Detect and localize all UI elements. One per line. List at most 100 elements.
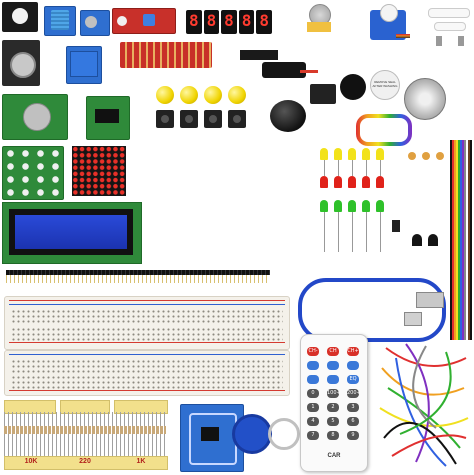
- remote-next-button[interactable]: [327, 361, 339, 370]
- button-cap: [180, 86, 198, 104]
- remote-ch-button[interactable]: CH: [327, 347, 339, 356]
- led-yellow: [334, 148, 342, 160]
- infrared-sensor-module: [112, 8, 176, 34]
- jumper-wires-svg: [379, 343, 469, 467]
- led-red: [376, 176, 384, 188]
- ir-remote: CH- CH CH+ EQ 0 100+ 200+ 1 2 3 4 5 6 7 …: [300, 334, 368, 472]
- joystick-cap: [270, 100, 306, 132]
- rgb-module: [2, 2, 38, 32]
- servo-horn: [428, 8, 470, 18]
- led-green: [320, 200, 328, 212]
- potentiometer: [306, 4, 332, 38]
- pin-header-pins: [6, 275, 270, 283]
- remote-number-button[interactable]: 3: [347, 403, 359, 412]
- sensor-head: [12, 8, 28, 24]
- servo-horn: [434, 22, 466, 31]
- pot-blue: [143, 14, 155, 26]
- stepper-driver-board: [86, 96, 130, 140]
- led-red: [348, 176, 356, 188]
- remote-number-button[interactable]: 8: [327, 431, 339, 440]
- remote-number-button[interactable]: 0: [307, 389, 319, 398]
- remote-vol-minus-button[interactable]: [307, 375, 319, 384]
- driver-ic: [95, 109, 119, 123]
- led-green: [376, 200, 384, 212]
- joystick-knob: [10, 52, 36, 78]
- seven-segment-display: 8 8 8 8 8: [186, 10, 272, 34]
- resistor-label-1k: 1K: [136, 458, 146, 465]
- transistor: [412, 234, 422, 246]
- breadboard-bottom: [4, 350, 290, 396]
- led-yellow: [376, 148, 384, 160]
- microphone: [85, 16, 97, 28]
- led-green: [348, 200, 356, 212]
- tactile-switch: [156, 110, 174, 128]
- segment-digit: 8: [221, 10, 237, 34]
- remote-number-button[interactable]: 9: [347, 431, 359, 440]
- usb-connector-a: [416, 292, 444, 308]
- led-green: [334, 200, 342, 212]
- tactile-switch: [228, 110, 246, 128]
- resistor-label-10k: 10K: [24, 458, 38, 465]
- led-yellow: [362, 148, 370, 160]
- sound-sensor-seal: REMOVE SEAL AFTER WASHING: [370, 70, 400, 100]
- button-cap: [156, 86, 174, 104]
- remote-number-button[interactable]: 100+: [327, 389, 341, 398]
- resistor-label-220: 220: [79, 458, 91, 465]
- tactile-switch: [180, 110, 198, 128]
- remote-eq-button[interactable]: EQ: [347, 375, 359, 384]
- remote-vol-plus-button[interactable]: [327, 375, 339, 384]
- led-yellow: [348, 148, 356, 160]
- lcd-bezel: [9, 209, 133, 255]
- remote-number-button[interactable]: 2: [327, 403, 339, 412]
- remote-number-button[interactable]: 200+: [347, 389, 361, 398]
- battery-cell: [23, 103, 51, 131]
- segment-digit: 8: [238, 10, 255, 34]
- battery-clip: [262, 62, 306, 78]
- buzzer: [340, 74, 366, 100]
- joystick-module: [2, 40, 40, 86]
- led-red: [362, 176, 370, 188]
- resistor-leads: [4, 412, 166, 456]
- led-red: [334, 176, 342, 188]
- dc-jack: [310, 84, 336, 104]
- tactile-switch: [204, 110, 222, 128]
- stepper-motor: [404, 78, 446, 120]
- dht11-grille: [51, 10, 69, 30]
- ir-receiver: [392, 220, 400, 232]
- relay-box: [70, 51, 98, 77]
- segment-digit: 8: [256, 10, 272, 34]
- usb-cable: [298, 278, 446, 342]
- water-level-sensor: [120, 42, 212, 68]
- photoresistor: [408, 152, 416, 160]
- ic-chip: [240, 50, 278, 60]
- sound-sensor-module: [80, 10, 110, 36]
- transistor: [428, 234, 438, 246]
- screw: [436, 36, 442, 46]
- servo-gear: [380, 4, 398, 22]
- pot-body: [307, 22, 331, 32]
- segment-digit: 8: [186, 10, 202, 34]
- remote-number-button[interactable]: 6: [347, 417, 359, 426]
- led-group: [318, 148, 392, 254]
- battery-wire: [300, 70, 318, 73]
- remote-number-button[interactable]: 5: [327, 417, 339, 426]
- remote-ch-minus-button[interactable]: CH-: [307, 347, 319, 356]
- segment-digit: 8: [203, 10, 220, 34]
- jumper-wire-bundle: [450, 140, 472, 340]
- remote-number-button[interactable]: 4: [307, 417, 319, 426]
- button-cap: [228, 86, 246, 104]
- remote-number-button[interactable]: 7: [307, 431, 319, 440]
- remote-ch-plus-button[interactable]: CH+: [347, 347, 359, 356]
- key-ring: [268, 418, 300, 450]
- rfid-card: [232, 414, 272, 454]
- jumper-wires-tangle: [376, 338, 472, 470]
- remote-number-button[interactable]: 1: [307, 403, 319, 412]
- resistor-bodies: [4, 426, 166, 434]
- button-cap: [204, 86, 222, 104]
- lcd-module: [2, 202, 142, 264]
- seal-text: REMOVE SEAL AFTER WASHING: [372, 80, 398, 88]
- photoresistor: [436, 152, 444, 160]
- remote-play-button[interactable]: [347, 361, 359, 370]
- remote-prev-button[interactable]: [307, 361, 319, 370]
- usb-connector-b: [404, 312, 422, 326]
